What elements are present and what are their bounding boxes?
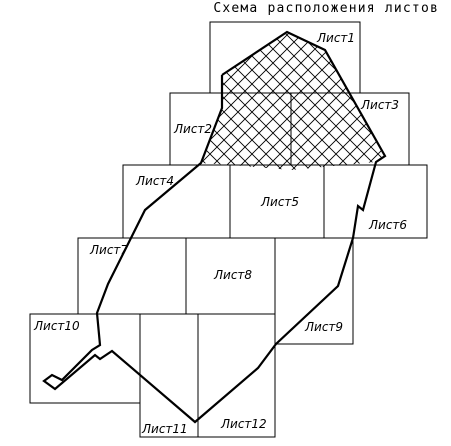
sheet-9-label: Лист9 <box>304 320 343 334</box>
sheet-7-label: Лист7 <box>89 243 128 257</box>
sheet-9-frame <box>274 237 354 345</box>
sheet-11-label: Лист11 <box>141 422 188 436</box>
sheet-1-label: Лист1 <box>316 31 355 45</box>
sheet-5-label: Лист5 <box>260 195 299 209</box>
sheet-6-frame <box>323 164 428 239</box>
sheet-2-label: Лист2 <box>173 122 212 136</box>
sheet-12-frame <box>197 313 276 438</box>
boundary-outline <box>42 30 387 424</box>
sheet-8-frame <box>185 237 276 315</box>
sheet-4-label: Лист4 <box>135 174 174 188</box>
sheet-10-label: Лист10 <box>33 319 80 333</box>
sheet-3-label: Лист3 <box>360 98 399 112</box>
sheet-7-frame <box>77 237 187 315</box>
diagram-title: Схема расположения листов <box>213 1 439 16</box>
sheet-6-label: Лист6 <box>368 218 407 232</box>
sheet-8-label: Лист8 <box>213 268 252 282</box>
sheet-12-label: Лист12 <box>220 417 267 431</box>
